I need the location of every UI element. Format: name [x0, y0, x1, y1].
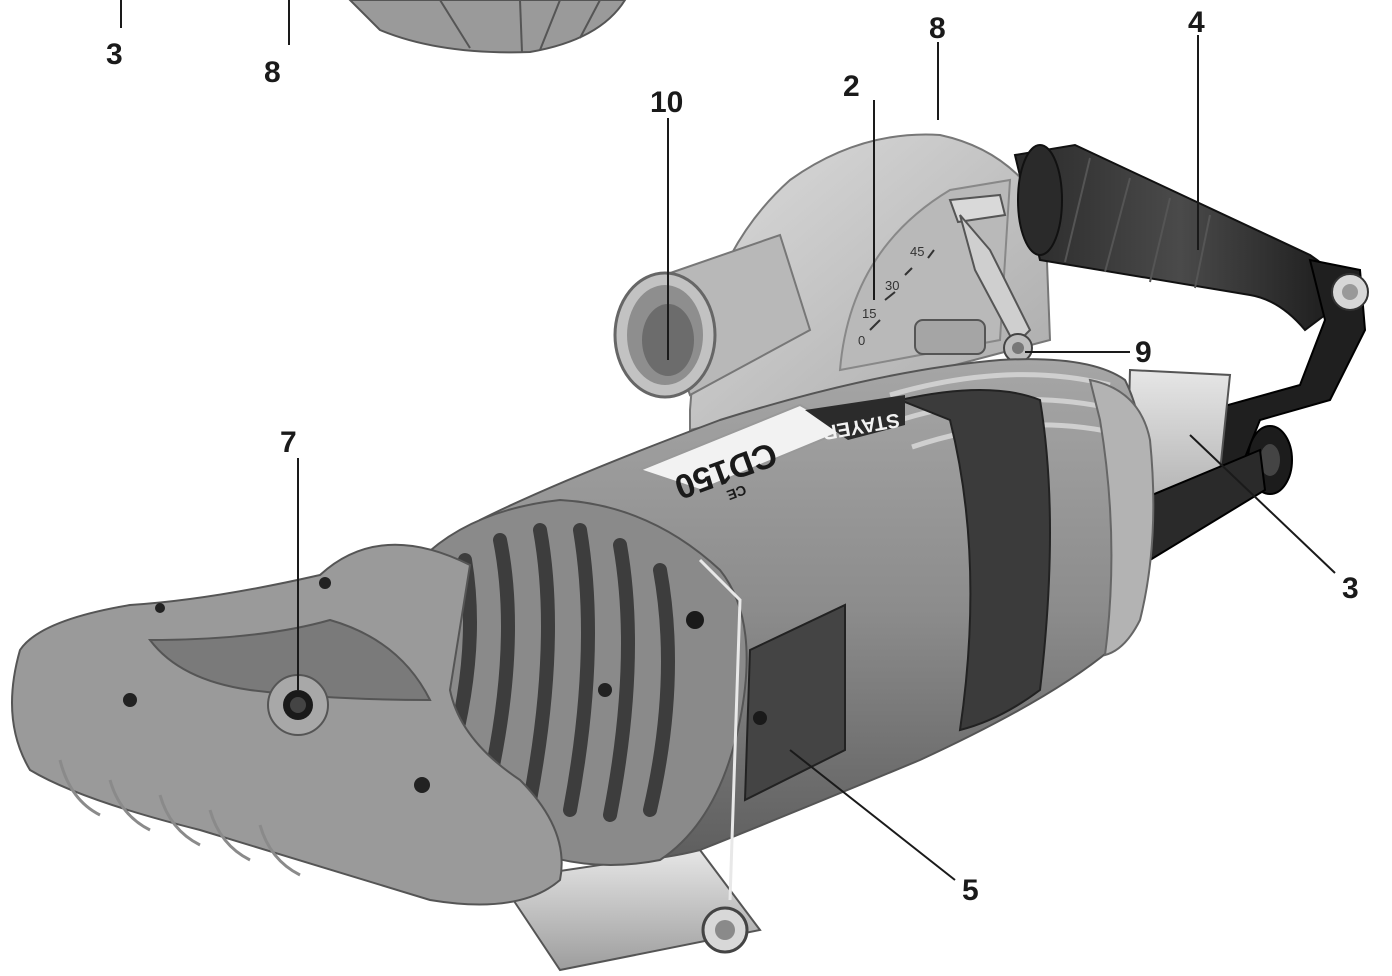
- depth-scale: [869, 249, 935, 331]
- scale-mark-label: 45: [910, 244, 924, 259]
- callout-8: 8: [929, 12, 946, 45]
- callouts: 3 8 8 4 10 2 9 7 3 5: [106, 6, 1359, 907]
- callout-8: 8: [264, 56, 281, 89]
- base-plate-bottom: [498, 848, 762, 972]
- callout-5: 5: [962, 874, 979, 907]
- callout-4: 4: [1188, 6, 1205, 39]
- side-handle: [1013, 143, 1369, 495]
- scale-mark-label: 0: [858, 333, 865, 348]
- lock-button: [267, 674, 329, 736]
- scale-mark-label: 30: [885, 278, 899, 293]
- callout-3: 3: [1342, 572, 1359, 605]
- rear-loop-handle: [11, 543, 612, 906]
- ce-mark: CE: [725, 482, 749, 504]
- callout-2: 2: [843, 70, 860, 103]
- callout-10: 10: [650, 86, 683, 119]
- callout-7: 7: [280, 426, 297, 459]
- partial-blade: [348, 0, 627, 54]
- callout-3: 3: [106, 38, 123, 71]
- scale-mark-label: 15: [862, 306, 876, 321]
- leader-lines: [120, 0, 1336, 881]
- product-label: CD150 STAYER CE: [637, 395, 905, 506]
- callout-9: 9: [1135, 336, 1152, 369]
